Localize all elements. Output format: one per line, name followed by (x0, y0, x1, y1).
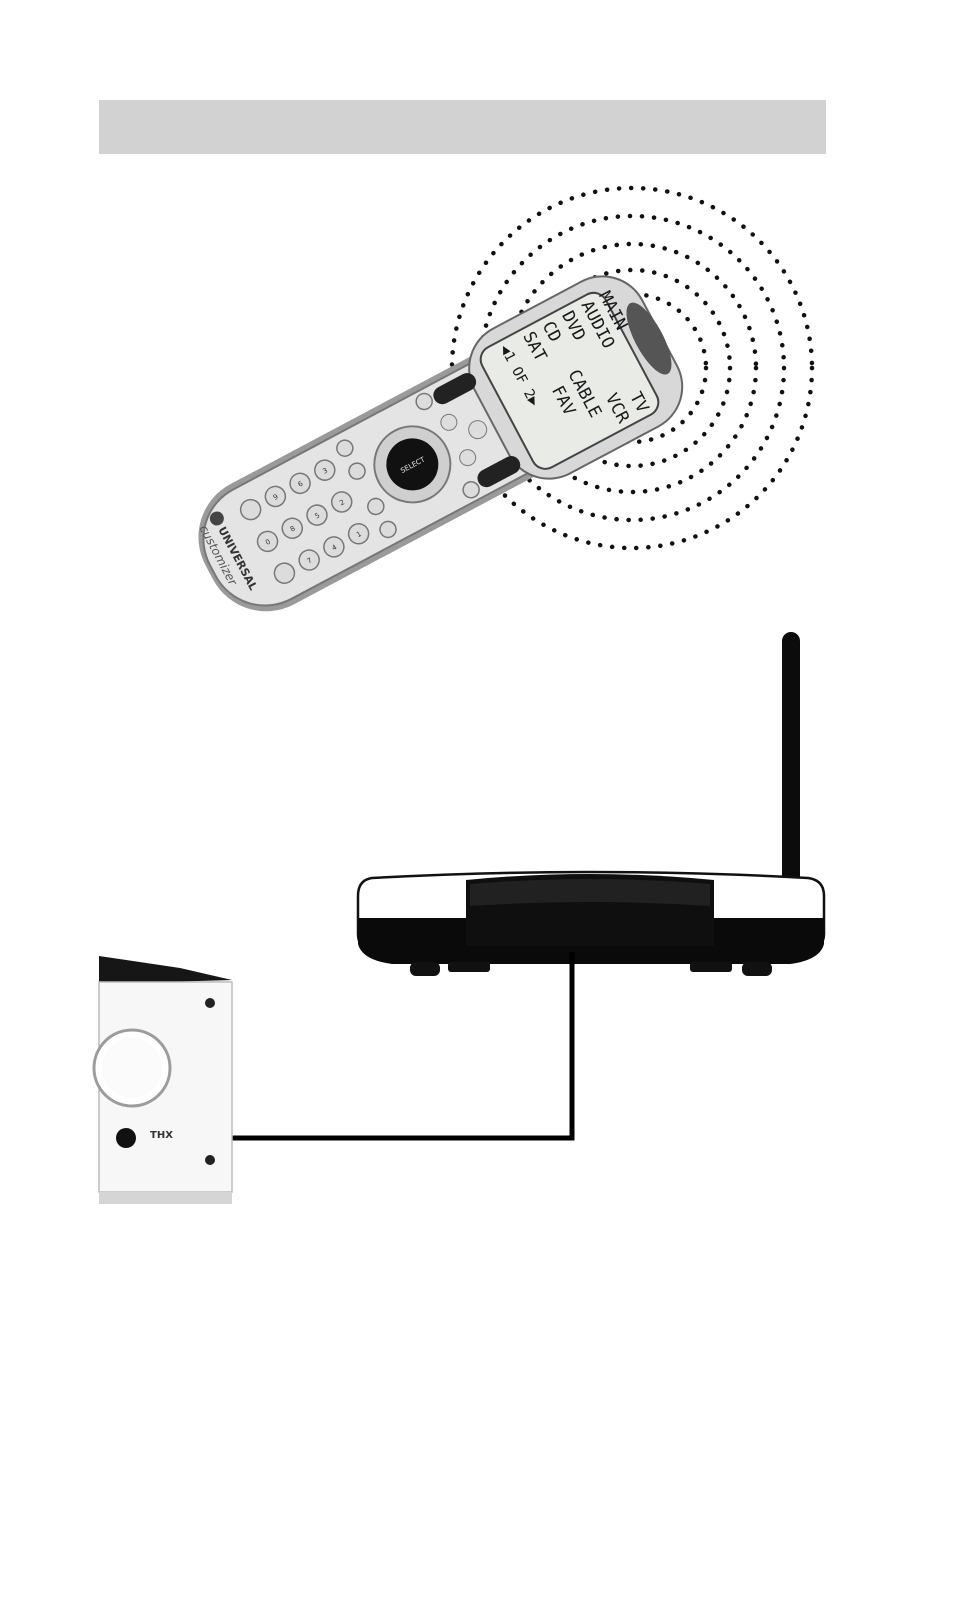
remote-control: MAIN AUDIO DVD CD SAT TV VCR CABLE FAV ◀… (171, 260, 700, 645)
base-station (358, 632, 824, 976)
antenna (782, 632, 800, 890)
receiver-badge: THX (150, 1130, 173, 1141)
receiver-input-jack (116, 1128, 136, 1148)
audio-receiver: THX (94, 956, 232, 1204)
